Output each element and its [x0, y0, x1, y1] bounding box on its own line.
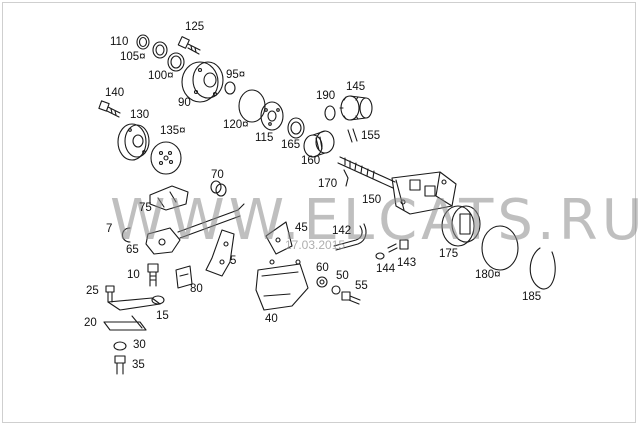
part-7-clip	[121, 227, 131, 243]
part-75-bracket	[149, 185, 189, 211]
part-185-circlip	[529, 247, 556, 290]
part-35-bolt	[114, 355, 126, 375]
part-140-bolt	[98, 100, 121, 118]
label-45: 45	[295, 222, 308, 234]
label-140: 140	[105, 87, 125, 99]
label-10: 10	[127, 269, 140, 281]
part-143-bolt	[387, 239, 409, 253]
part-130-pump-plate	[117, 123, 150, 161]
label-142: 142	[332, 225, 352, 237]
label-125: 125	[185, 21, 205, 33]
part-50-washer	[331, 285, 341, 295]
label-95: 95¤	[226, 69, 246, 81]
label-190: 190	[316, 90, 336, 102]
label-150: 150	[362, 194, 382, 206]
part-20-bracket	[103, 315, 147, 331]
label-70: 70	[211, 169, 224, 181]
label-30: 30	[133, 339, 146, 351]
watermark-date: 17.03.2015	[285, 238, 346, 252]
label-25: 25	[86, 285, 99, 297]
part-115-gear	[260, 101, 284, 131]
label-110: 110	[110, 36, 129, 48]
diagram-frame	[2, 2, 636, 423]
part-135-gear-disc	[150, 141, 182, 175]
part-190-ring	[324, 105, 336, 121]
part-10-screw	[147, 263, 159, 287]
part-165-ring	[287, 117, 305, 139]
part-45-bracket	[265, 221, 293, 255]
label-115: 115	[255, 132, 274, 144]
label-35: 35	[132, 359, 145, 371]
part-40-bracket	[255, 259, 309, 311]
part-90-housing	[181, 61, 224, 103]
part-155-clip	[347, 128, 358, 143]
label-165: 165	[281, 139, 301, 151]
part-170-pin	[343, 169, 349, 187]
label-5: 5	[230, 255, 237, 267]
part-65-lever	[145, 227, 181, 255]
label-135: 135¤	[160, 125, 186, 137]
part-110-ring	[136, 34, 150, 50]
label-130: 130	[130, 109, 150, 121]
label-65: 65	[126, 244, 139, 256]
part-160-worm-gear	[303, 130, 335, 158]
part-80-bracket	[175, 265, 193, 289]
label-170: 170	[318, 178, 338, 190]
label-160: 160	[301, 155, 321, 167]
label-120: 120¤	[223, 119, 249, 131]
part-70-sleeve	[210, 180, 227, 197]
part-15-bracket	[107, 295, 165, 311]
part-105-washer	[152, 41, 168, 59]
label-7: 7	[106, 223, 113, 235]
label-143: 143	[397, 257, 417, 269]
part-175-cover	[441, 205, 481, 247]
label-75: 75	[139, 202, 152, 214]
label-20: 20	[84, 317, 97, 329]
part-144-clip	[375, 252, 385, 260]
label-15: 15	[156, 310, 169, 322]
label-55: 55	[355, 280, 368, 292]
label-105: 105¤	[120, 51, 146, 63]
label-100: 100¤	[148, 70, 174, 82]
part-55-bolt	[341, 291, 361, 305]
label-60: 60	[316, 262, 329, 274]
part-125-bolt	[177, 36, 201, 55]
label-145: 145	[346, 81, 366, 93]
part-145-gear	[339, 95, 373, 121]
part-95-ring	[224, 81, 236, 95]
part-180-sealing-ring	[481, 225, 519, 271]
label-40: 40	[265, 313, 278, 325]
label-144: 144	[376, 263, 396, 275]
part-60-washer	[316, 276, 328, 288]
part-142-pipe	[333, 223, 367, 251]
label-155: 155	[361, 130, 381, 142]
part-100-ring	[167, 52, 185, 72]
part-25-screw	[105, 285, 115, 303]
part-5-bracket	[205, 229, 235, 277]
part-150-gear-housing	[337, 156, 457, 215]
label-80: 80	[190, 283, 203, 295]
part-30-nut	[113, 341, 127, 351]
label-90: 90	[178, 97, 191, 109]
label-175: 175	[439, 248, 459, 260]
label-180: 180¤	[475, 269, 501, 281]
watermark: WWW.ELCATS.RU	[110, 188, 640, 253]
label-185: 185	[522, 291, 542, 303]
label-50: 50	[336, 270, 349, 282]
part-linkage-rod	[177, 203, 245, 239]
